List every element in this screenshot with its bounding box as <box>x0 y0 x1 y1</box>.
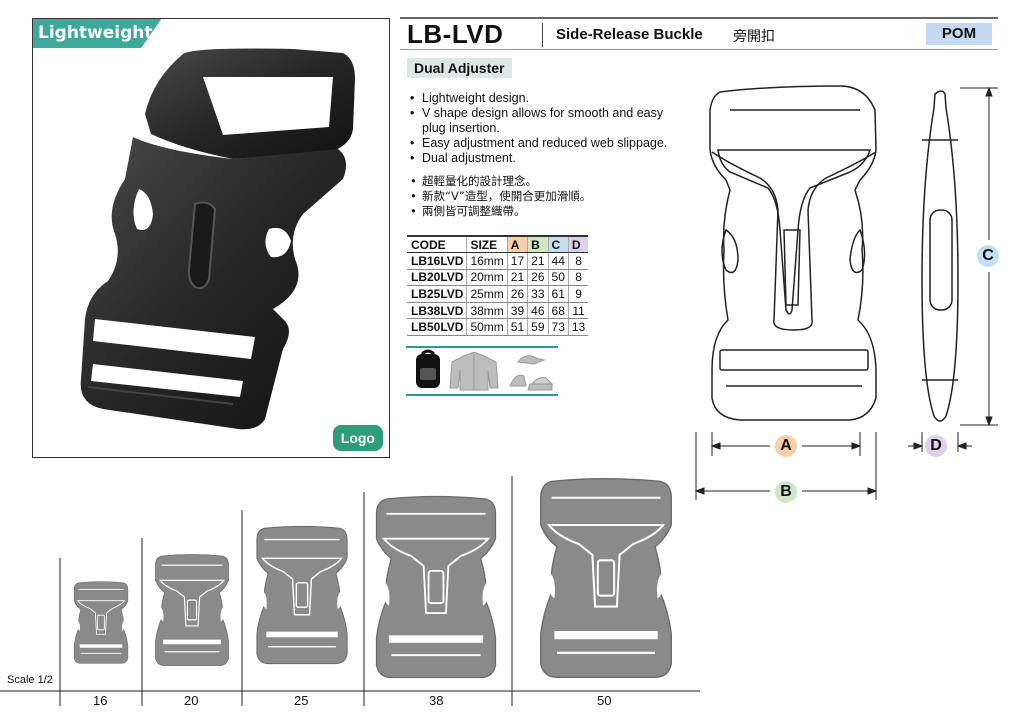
buckle-50mm-icon <box>539 477 673 679</box>
col-c: C <box>547 235 569 254</box>
cell-a: 51 <box>506 318 528 337</box>
cell-b: 46 <box>527 302 549 320</box>
table-row: LB50LVD 50mm 51 59 73 13 <box>407 318 589 337</box>
col-size: SIZE <box>466 235 508 254</box>
cell-c: 44 <box>547 252 569 270</box>
table-row: LB16LVD 16mm 17 21 44 8 <box>407 252 589 270</box>
cell-c: 68 <box>547 302 569 320</box>
cell-size: 25mm <box>466 285 508 303</box>
scale-size-25: 25 <box>294 693 309 708</box>
feature-item: Lightweight design. <box>408 91 688 106</box>
product-photo-panel: Lightweight Logo <box>32 18 390 458</box>
cell-size: 50mm <box>466 318 508 337</box>
backpack-icon <box>416 349 440 388</box>
lightweight-badge: Lightweight <box>33 19 162 48</box>
usage-icons <box>406 346 558 396</box>
cell-a: 17 <box>506 252 528 270</box>
dimension-drawing <box>694 85 998 500</box>
cell-size: 20mm <box>466 269 508 287</box>
cell-d: 9 <box>567 285 589 303</box>
cell-a: 26 <box>506 285 528 303</box>
cell-code: LB50LVD <box>407 318 467 337</box>
header-rule-bottom <box>400 49 998 50</box>
cell-b: 26 <box>527 269 549 287</box>
scale-fraction: 1/2 <box>37 674 53 686</box>
cell-code: LB25LVD <box>407 285 467 303</box>
cell-d: 13 <box>567 318 589 337</box>
feature-item: Dual adjustment. <box>408 151 688 166</box>
material-badge: POM <box>926 23 992 45</box>
cell-b: 59 <box>527 318 549 337</box>
cell-size: 16mm <box>466 252 508 270</box>
scale-label: Scale 1/2 <box>7 674 53 686</box>
col-d: D <box>567 235 589 254</box>
dimension-label-a: A <box>775 435 797 457</box>
scale-size-38: 38 <box>429 693 444 708</box>
col-b: B <box>527 235 549 254</box>
cell-b: 33 <box>527 285 549 303</box>
cell-c: 73 <box>547 318 569 337</box>
feature-item: V shape design allows for smooth and eas… <box>408 106 688 136</box>
cell-a: 21 <box>506 269 528 287</box>
header-separator <box>542 23 543 47</box>
cell-a: 39 <box>506 302 528 320</box>
dimension-label-c: C <box>977 245 999 267</box>
buckle-20mm-icon <box>154 553 230 667</box>
buckle-photo <box>80 48 355 430</box>
header-rule-top <box>400 17 998 19</box>
cell-code: LB20LVD <box>407 269 467 287</box>
feature-item: Easy adjustment and reduced web slippage… <box>408 136 688 151</box>
cell-b: 21 <box>527 252 549 270</box>
feature-item-zh: 超輕量化的設計理念。 <box>408 174 591 189</box>
model-code: LB-LVD <box>407 19 504 49</box>
scale-size-20: 20 <box>184 693 199 708</box>
jacket-icon <box>449 351 499 391</box>
col-code: CODE <box>407 235 467 254</box>
feature-item-zh: 兩側皆可調整織帶。 <box>408 204 591 219</box>
scale-lineup <box>0 476 700 706</box>
cell-d: 11 <box>567 302 589 320</box>
cap-and-gear-icon <box>509 355 554 391</box>
dimension-label-d: D <box>925 435 947 457</box>
scale-size-16: 16 <box>93 693 108 708</box>
cell-size: 38mm <box>466 302 508 320</box>
cell-d: 8 <box>567 252 589 270</box>
product-type-zh: 旁開扣 <box>733 29 775 45</box>
buckle-38mm-icon <box>375 495 497 679</box>
cell-c: 50 <box>547 269 569 287</box>
table-row: LB38LVD 38mm 39 46 68 11 <box>407 302 589 320</box>
cell-code: LB16LVD <box>407 252 467 270</box>
col-a: A <box>506 235 528 254</box>
table-row: LB20LVD 20mm 21 26 50 8 <box>407 269 589 287</box>
cell-c: 61 <box>547 285 569 303</box>
subtitle: Dual Adjuster <box>407 58 512 78</box>
cell-code: LB38LVD <box>407 302 467 320</box>
scale-size-50: 50 <box>597 693 612 708</box>
features-en-list: Lightweight design. V shape design allow… <box>408 91 688 166</box>
table-row: LB25LVD 25mm 26 33 61 9 <box>407 285 589 303</box>
buckle-16mm-icon <box>73 580 129 665</box>
table-header-row: CODE SIZE A B C D <box>407 235 589 254</box>
scale-word: Scale <box>7 674 35 686</box>
cell-d: 8 <box>567 269 589 287</box>
logo-badge: Logo <box>332 425 383 451</box>
feature-item-zh: 新款“V”造型，使開合更加滑順。 <box>408 189 591 204</box>
features-zh-list: 超輕量化的設計理念。 新款“V”造型，使開合更加滑順。 兩側皆可調整織帶。 <box>408 174 591 219</box>
product-type-en: Side-Release Buckle <box>556 26 703 43</box>
spec-table: CODE SIZE A B C D LB16LVD 16mm 17 21 44 … <box>407 235 589 337</box>
buckle-25mm-icon <box>256 525 348 665</box>
dimension-label-b: B <box>775 481 797 503</box>
